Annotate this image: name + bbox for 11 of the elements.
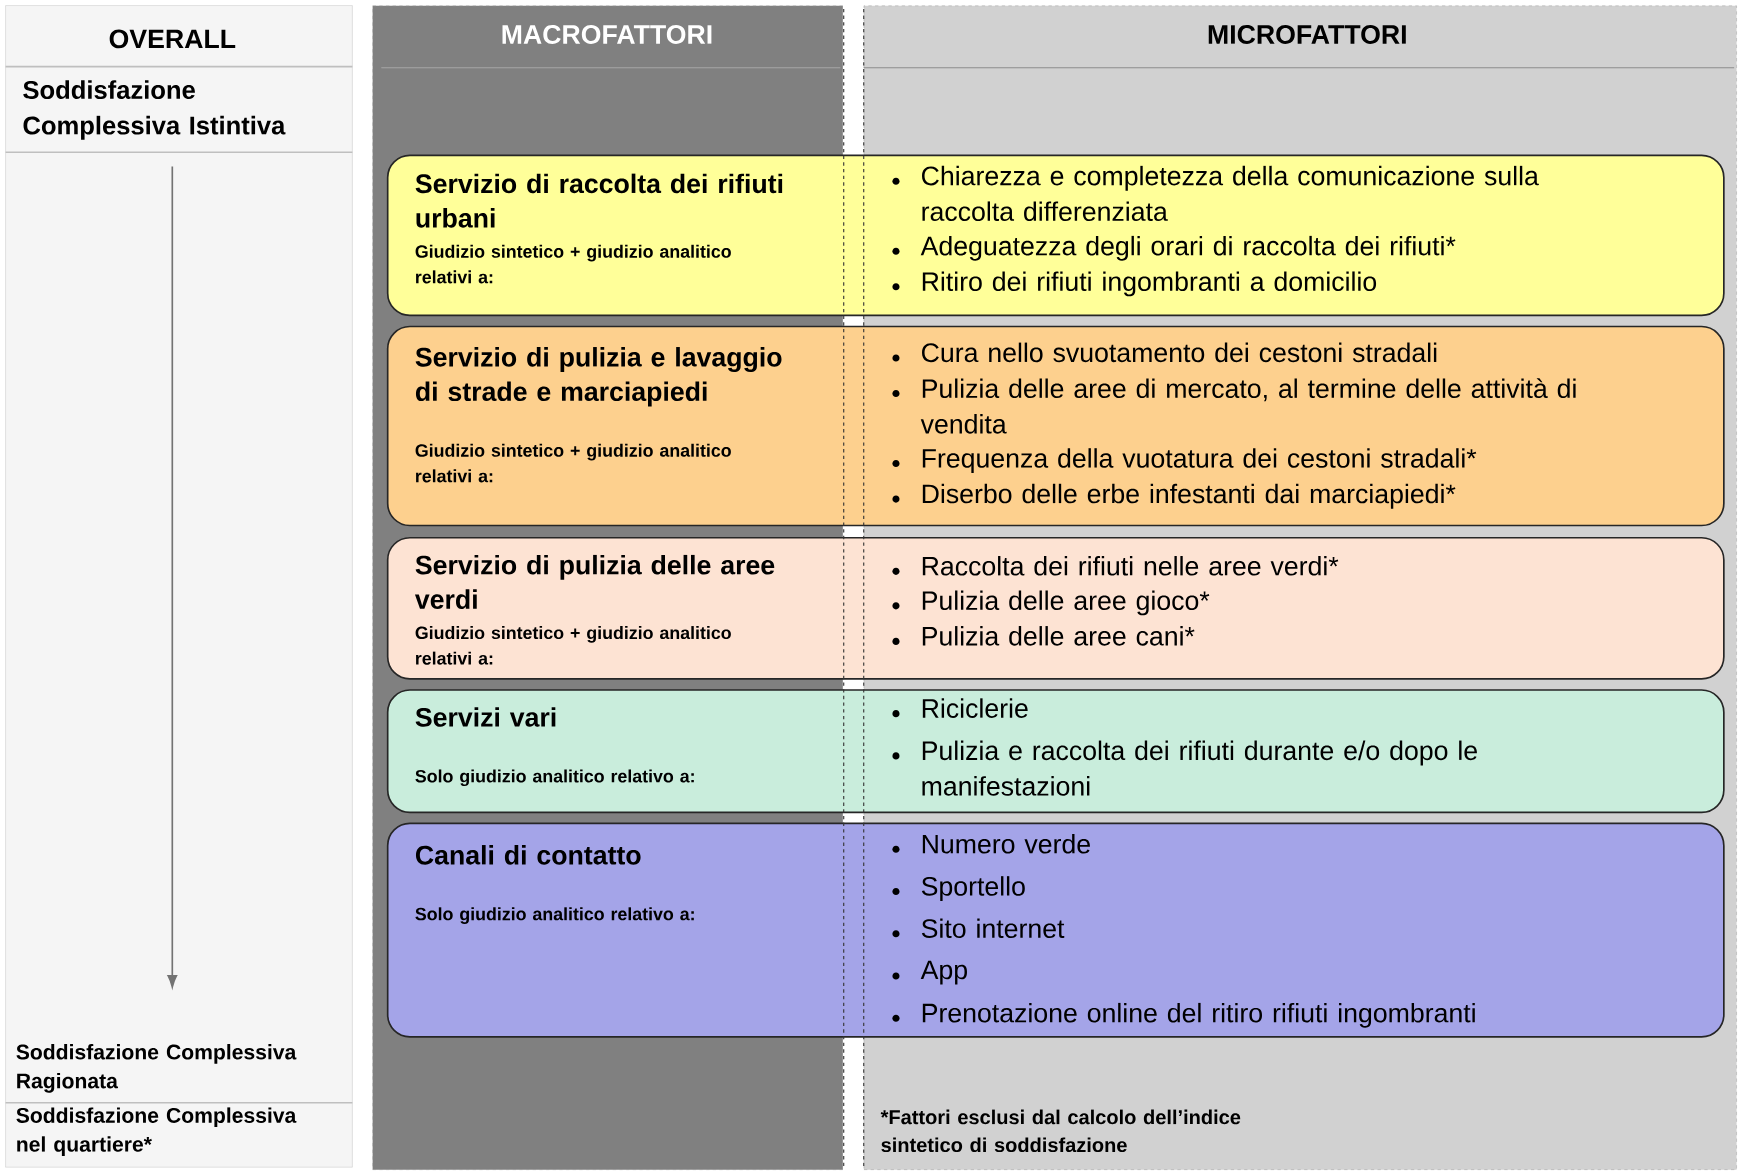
column-header: OVERALL — [109, 29, 236, 49]
overall-label: Soddisfazione Complessiva Ragionata — [16, 1044, 297, 1093]
overall-label: Soddisfazione Complessiva nel quartiere* — [16, 1107, 297, 1157]
category-box: Servizi vari Solo giudizio analitico relativo a: Riciclerie Pulizia e raccolta dei rifiuti durante e/o dopo le manifestazioni — [386, 689, 1725, 814]
category-box: Servizio di pulizia delle aree verdi Giudizio sintetico + giudizio analitico relativi a: Raccolta dei rifiuti nelle aree verdi* Pulizia delle aree gioco* Pulizia delle aree cani* — [386, 537, 1725, 680]
category-box: Servizio di raccolta dei rifiuti urbani Giudizio sintetico + giudizio analitico relativi a: Chiarezza e completezza della comunicazione sulla raccolta differenziata Adeguatezza degli orari di raccolta dei rifiuti* Ritiro dei rifiuti ingombranti a domicilio — [386, 154, 1725, 317]
category-box: Canali di contatto Solo giudizio analitico relativo a: Numero verde Sportello Sito internet App Prenotazione online del ritiro rifiuti ingombranti — [386, 822, 1725, 1038]
overall-label: Soddisfazione Complessiva Istintiva — [23, 80, 286, 140]
arrow — [167, 165, 178, 988]
category-box: Servizio di pulizia e lavaggio di strade e marciapiedi Giudizio sintetico + giudizio analitico relativi a: Cura nello svuotamento dei cestoni stradali Pulizia delle aree di mercato, al termine delle attività di vendita Frequenza della vuotatura dei cestoni stradali* Diserbo delle erbe infestanti dai marciapiedi* — [386, 325, 1725, 527]
footnote: *Fattori esclusi dal calcolo dell’indice sintetico di soddisfazione — [880, 1109, 1241, 1153]
